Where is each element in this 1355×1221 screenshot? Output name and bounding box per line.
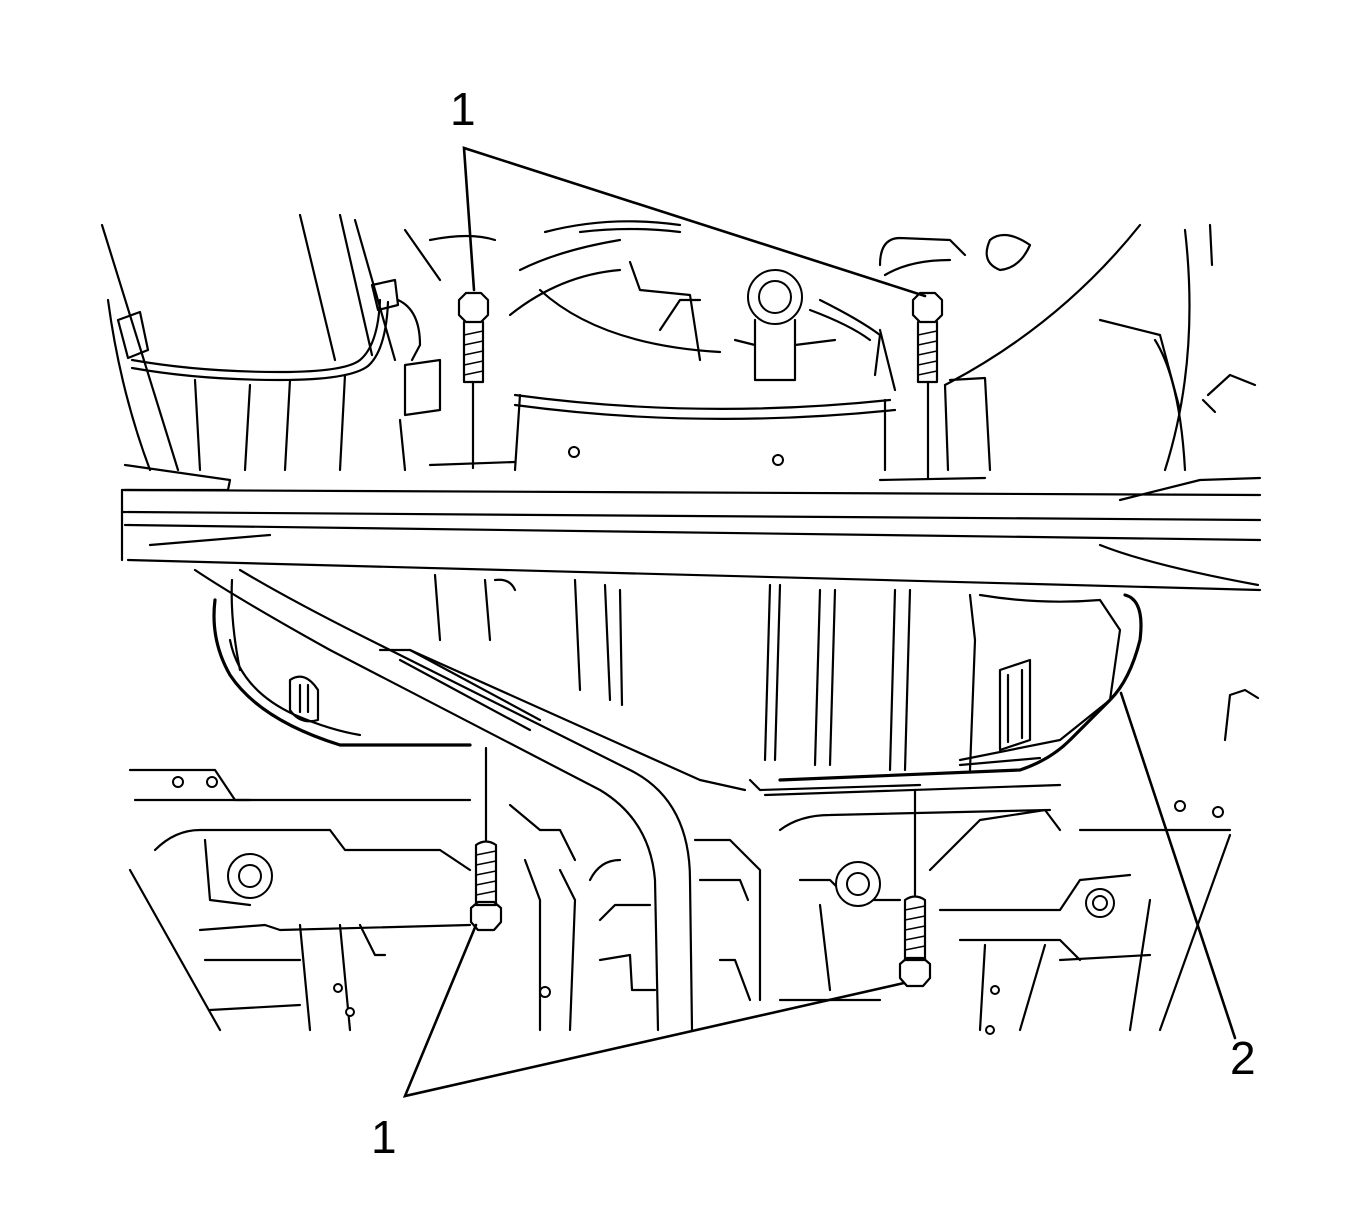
leader-lines [402, 146, 1237, 1098]
oil-pan [212, 573, 1143, 782]
upper-right-structure [878, 223, 1262, 502]
callout-1-top: 1 [450, 83, 476, 135]
bolt-top-right [911, 291, 944, 480]
upper-left-structure [100, 213, 442, 492]
lower-floor-structure [128, 688, 1260, 1035]
callout-1-bottom: 1 [371, 1111, 397, 1163]
bolt-bottom-right [898, 788, 932, 988]
crossmember [120, 488, 1262, 592]
bolt-bottom-left [469, 746, 503, 932]
exhaust-pipe [193, 568, 1062, 1032]
transmission-housing [403, 220, 987, 482]
callout-2: 2 [1230, 1032, 1256, 1084]
bolt-top-left [457, 291, 490, 470]
